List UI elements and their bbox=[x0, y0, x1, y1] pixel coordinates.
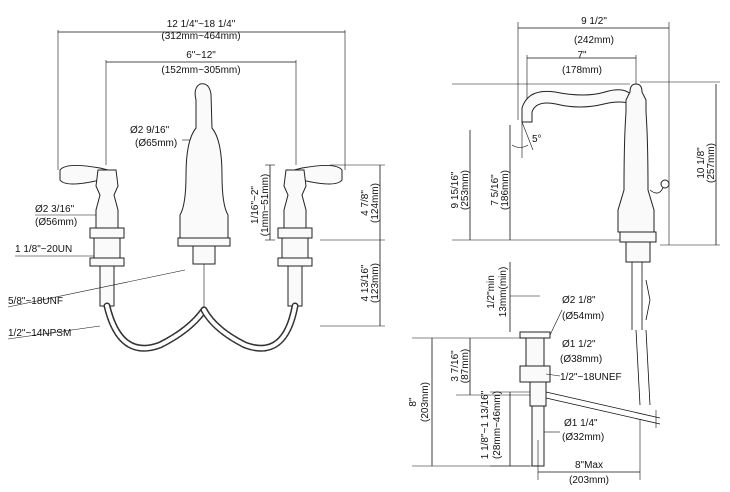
aerator-height-label: 7 5/16" bbox=[490, 174, 501, 206]
top-width-label: 9 1/2" bbox=[581, 16, 607, 27]
total-height-label: 10 1/8" bbox=[696, 147, 707, 179]
deck-range-mm-label: (1mm~51mm) bbox=[260, 174, 271, 237]
drain-assembly: 1/2"min 13mm(min) Ø2 1/8" (Ø54mm) Ø1 1/2… bbox=[408, 262, 661, 486]
left-nut bbox=[89, 257, 125, 267]
side-shank bbox=[625, 241, 651, 263]
below-deck-label: 4 13/16" bbox=[360, 264, 371, 301]
drain-body-lower bbox=[529, 381, 547, 407]
side-body bbox=[617, 83, 655, 233]
overall-width-label: 12 1/4"~18 1/4" bbox=[167, 19, 236, 30]
deck-range-label: 1/16"~2" bbox=[250, 186, 261, 224]
handle-dia-label: Ø2 3/16" bbox=[35, 204, 75, 215]
adj-range-label: 1 1/8"~1 13/16" bbox=[480, 390, 491, 459]
flange-dia-label: Ø2 1/8" bbox=[562, 295, 596, 306]
spout-body bbox=[179, 83, 229, 241]
handle-height-label: 4 7/8" bbox=[360, 190, 371, 216]
reach-label: 7" bbox=[577, 50, 587, 61]
body-length-label: 3 7/16" bbox=[450, 350, 461, 382]
top-width-mm-label: (242mm) bbox=[574, 35, 614, 46]
thread-shank-label: 1 1/8"~20UN bbox=[15, 244, 72, 255]
drain-flange bbox=[519, 331, 551, 339]
drain-thread-label: 1/2"~18UNEF bbox=[560, 372, 622, 383]
max-reach-label: 8"Max bbox=[575, 460, 603, 471]
handle-height-mm-label: (124mm) bbox=[370, 183, 381, 223]
right-handle-body bbox=[283, 169, 307, 229]
spout-height-label: 9 15/16" bbox=[450, 171, 461, 208]
center-width-label: 6"~12" bbox=[186, 50, 216, 61]
min-gap-mm-label: 13mm(min) bbox=[498, 267, 509, 318]
max-reach-mm-label: (203mm) bbox=[569, 475, 609, 486]
left-handle-base bbox=[89, 227, 125, 239]
center-width-mm-label: (152mm~305mm) bbox=[161, 65, 240, 76]
spout-shank bbox=[192, 245, 216, 265]
side-view: 9 1/2" (242mm) 7" (178mm) 5° 9 15/16" (2… bbox=[450, 16, 720, 330]
tail-dia-label: Ø1 1/4" bbox=[564, 418, 598, 429]
min-gap-label: 1/2"min bbox=[486, 275, 497, 309]
drain-nut bbox=[519, 365, 551, 383]
drain-body-upper bbox=[525, 337, 545, 367]
drain-overall-label: 8" bbox=[408, 397, 419, 407]
spout-base bbox=[177, 237, 231, 247]
spout-height-mm-label: (253mm) bbox=[460, 170, 471, 210]
aerator-height-mm-label: (186mm) bbox=[500, 170, 511, 210]
spout-dia-label: Ø2 9/16" bbox=[130, 125, 170, 136]
tail-dia-mm-label: (Ø32mm) bbox=[562, 432, 604, 443]
side-base bbox=[619, 231, 657, 243]
below-deck-mm-label: (123mm) bbox=[370, 263, 381, 303]
front-view: 12 1/4"~18 1/4" (312mm~464mm) 6"~12" (15… bbox=[7, 19, 385, 352]
drain-overall-mm-label: (203mm) bbox=[420, 382, 431, 422]
left-handle-body bbox=[95, 169, 119, 229]
spout-dia-mm-label: (Ø65mm) bbox=[135, 138, 177, 149]
reach-mm-label: (178mm) bbox=[562, 65, 602, 76]
adj-range-mm-label: (28mm~46mm) bbox=[492, 391, 503, 459]
right-nut bbox=[277, 257, 313, 267]
handle-dia-mm-label: (Ø56mm) bbox=[35, 217, 77, 228]
spout-angle-label: 5° bbox=[532, 134, 542, 145]
body-dia-label: Ø1 1/2" bbox=[562, 339, 596, 350]
body-length-mm-label: (87mm) bbox=[460, 349, 471, 383]
side-spout bbox=[521, 89, 633, 123]
right-valve-stem bbox=[287, 265, 303, 307]
body-dia-mm-label: (Ø38mm) bbox=[560, 354, 602, 365]
thread-npsm-label: 1/2"~14NPSM bbox=[8, 328, 71, 339]
flange-dia-mm-label: (Ø54mm) bbox=[562, 311, 604, 322]
overall-width-mm-label: (312mm~464mm) bbox=[161, 31, 240, 42]
total-height-mm-label: (257mm) bbox=[706, 143, 717, 183]
right-handle-base bbox=[277, 227, 313, 239]
